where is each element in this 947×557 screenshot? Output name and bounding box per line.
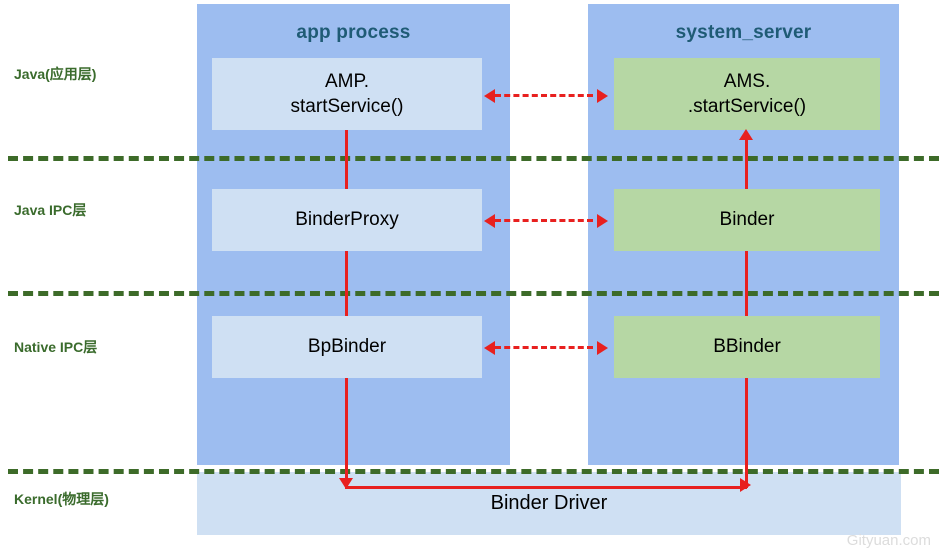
component-label-binder: Binder	[719, 209, 775, 231]
component-label-ams-line2: .startService()	[687, 96, 807, 117]
arrowhead-right-into-system-server	[740, 478, 751, 492]
watermark: Gityuan.com	[846, 532, 931, 549]
component-box-bpbinder: BpBinder	[212, 316, 482, 378]
component-label-binderproxy: BinderProxy	[295, 209, 399, 231]
layer-label-java-ipc: Java IPC层	[14, 202, 87, 218]
component-box-binder-driver: Binder Driver	[197, 472, 901, 535]
component-box-binderproxy: BinderProxy	[212, 189, 482, 251]
arrowhead-left-ipc-native	[484, 341, 495, 355]
component-label-amp-line2: startService()	[290, 96, 404, 117]
ipc-link-javaipc-layer	[495, 219, 593, 222]
arrowhead-right-ipc-native	[597, 341, 608, 355]
ipc-link-java-layer	[495, 94, 593, 97]
arrowhead-left-ipc-javaipc	[484, 214, 495, 228]
flow-line-binder-to-ams	[745, 136, 748, 189]
process-title-system-server: system_server	[675, 22, 812, 43]
component-box-binder: Binder	[614, 189, 880, 251]
flow-line-amp-to-binderproxy	[345, 130, 348, 189]
arrowhead-up-into-ams	[739, 129, 753, 140]
component-label-bbinder: BBinder	[713, 336, 781, 358]
flow-line-driver-horizontal	[345, 486, 747, 489]
layer-label-kernel: Kernel(物理层)	[14, 491, 109, 507]
flow-line-bbinder-to-binder	[745, 251, 748, 316]
arrowhead-down-into-driver	[339, 478, 353, 489]
component-box-ams: AMS. .startService()	[614, 58, 880, 130]
flow-line-driver-to-bbinder	[745, 378, 748, 488]
flow-line-bpbinder-to-driver	[345, 378, 348, 486]
layer-label-java-app: Java(应用层)	[14, 66, 97, 82]
arrowhead-right-ipc-javaipc	[597, 214, 608, 228]
arrowhead-left-ipc-java	[484, 89, 495, 103]
ipc-link-native-layer	[495, 346, 593, 349]
component-label-binder-driver: Binder Driver	[490, 492, 608, 514]
layer-separator-javaipc-native	[8, 291, 939, 296]
component-box-bbinder: BBinder	[614, 316, 880, 378]
component-label-amp-line1: AMP.	[324, 70, 369, 92]
component-box-amp: AMP. startService()	[212, 58, 482, 130]
layer-label-native-ipc: Native IPC层	[14, 339, 98, 355]
component-label-bpbinder: BpBinder	[307, 336, 387, 358]
layer-separator-java-javaipc	[8, 156, 939, 161]
arrowhead-right-ipc-java	[597, 89, 608, 103]
layer-separator-native-kernel	[8, 469, 939, 474]
process-title-app: app process	[296, 22, 411, 43]
flow-line-binderproxy-to-bpbinder	[345, 251, 348, 316]
component-label-ams-line1: AMS.	[723, 70, 771, 92]
